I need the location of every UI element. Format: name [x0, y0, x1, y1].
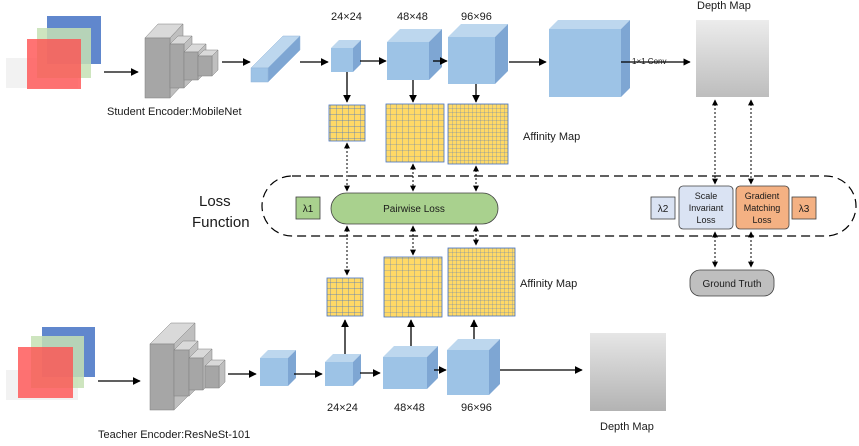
- lambda1-label: λ1: [303, 204, 314, 215]
- student-cube-24: [331, 40, 361, 72]
- gradient-matching-line3: Loss: [752, 215, 772, 225]
- student-cube-48: [387, 29, 442, 80]
- teacher-cube-48: [383, 346, 438, 389]
- teacher-size-label-96: 96×96: [461, 402, 492, 414]
- student-encoder-blocks: [144, 23, 219, 99]
- loss-label-line1: Loss: [199, 193, 231, 210]
- teacher-cube-entry: [260, 350, 296, 386]
- pairwise-loss-box: [330, 192, 499, 225]
- size-label-48: 48×48: [397, 11, 428, 23]
- scale-invariant-loss-box: [678, 185, 734, 230]
- lambda3-label: λ3: [799, 204, 810, 215]
- teacher-cube-24: [325, 354, 361, 386]
- ground-truth-box: [689, 269, 775, 297]
- student-feature-bar: [250, 35, 301, 83]
- student-affinity-label: Affinity Map: [523, 131, 580, 143]
- student-input-image: [6, 16, 101, 89]
- teacher-input-image: [6, 327, 95, 400]
- student-affinity-grid-96: [447, 103, 509, 165]
- lambda2-box: [650, 196, 676, 220]
- student-affinity-grid-48: [385, 103, 445, 163]
- scale-invariant-line2: Invariant: [689, 203, 724, 213]
- size-label-24: 24×24: [331, 11, 362, 23]
- conv-label: 1×1 Conv: [632, 57, 666, 66]
- pairwise-loss-label: Pairwise Loss: [383, 204, 445, 215]
- lambda3-box: [791, 196, 817, 220]
- teacher-encoder-blocks: [149, 322, 226, 411]
- size-label-96: 96×96: [461, 11, 492, 23]
- gradient-matching-loss-box: [735, 185, 790, 230]
- lambda2-label: λ2: [658, 204, 669, 215]
- gradient-matching-line1: Gradient: [745, 191, 780, 201]
- scale-invariant-line1: Scale: [695, 191, 718, 201]
- student-cube-large: [549, 20, 630, 97]
- ground-truth-label: Ground Truth: [703, 279, 762, 290]
- teacher-depth-map: [590, 333, 666, 411]
- teacher-depth-map-label: Depth Map: [600, 421, 654, 433]
- gradient-matching-line2: Matching: [744, 203, 781, 213]
- student-depth-map: [696, 20, 769, 97]
- student-encoder-label: Student Encoder:MobileNet: [107, 106, 242, 118]
- teacher-affinity-grid-96: [447, 247, 516, 317]
- teacher-affinity-grid-48: [383, 256, 443, 318]
- teacher-affinity-label: Affinity Map: [520, 278, 577, 290]
- teacher-size-label-48: 48×48: [394, 402, 425, 414]
- student-cube-96: [448, 24, 508, 84]
- scale-invariant-line3: Loss: [696, 215, 716, 225]
- lambda1-box: [295, 196, 321, 220]
- teacher-affinity-grid-24: [326, 277, 364, 317]
- teacher-size-label-24: 24×24: [327, 402, 358, 414]
- student-affinity-grid-24: [328, 104, 366, 142]
- teacher-encoder-label: Teacher Encoder:ResNeSt-101: [98, 429, 250, 441]
- teacher-cube-96: [447, 339, 500, 395]
- loss-label-line2: Function: [192, 214, 250, 231]
- student-depth-map-label: Depth Map: [697, 0, 751, 12]
- loss-function-region: [261, 175, 857, 237]
